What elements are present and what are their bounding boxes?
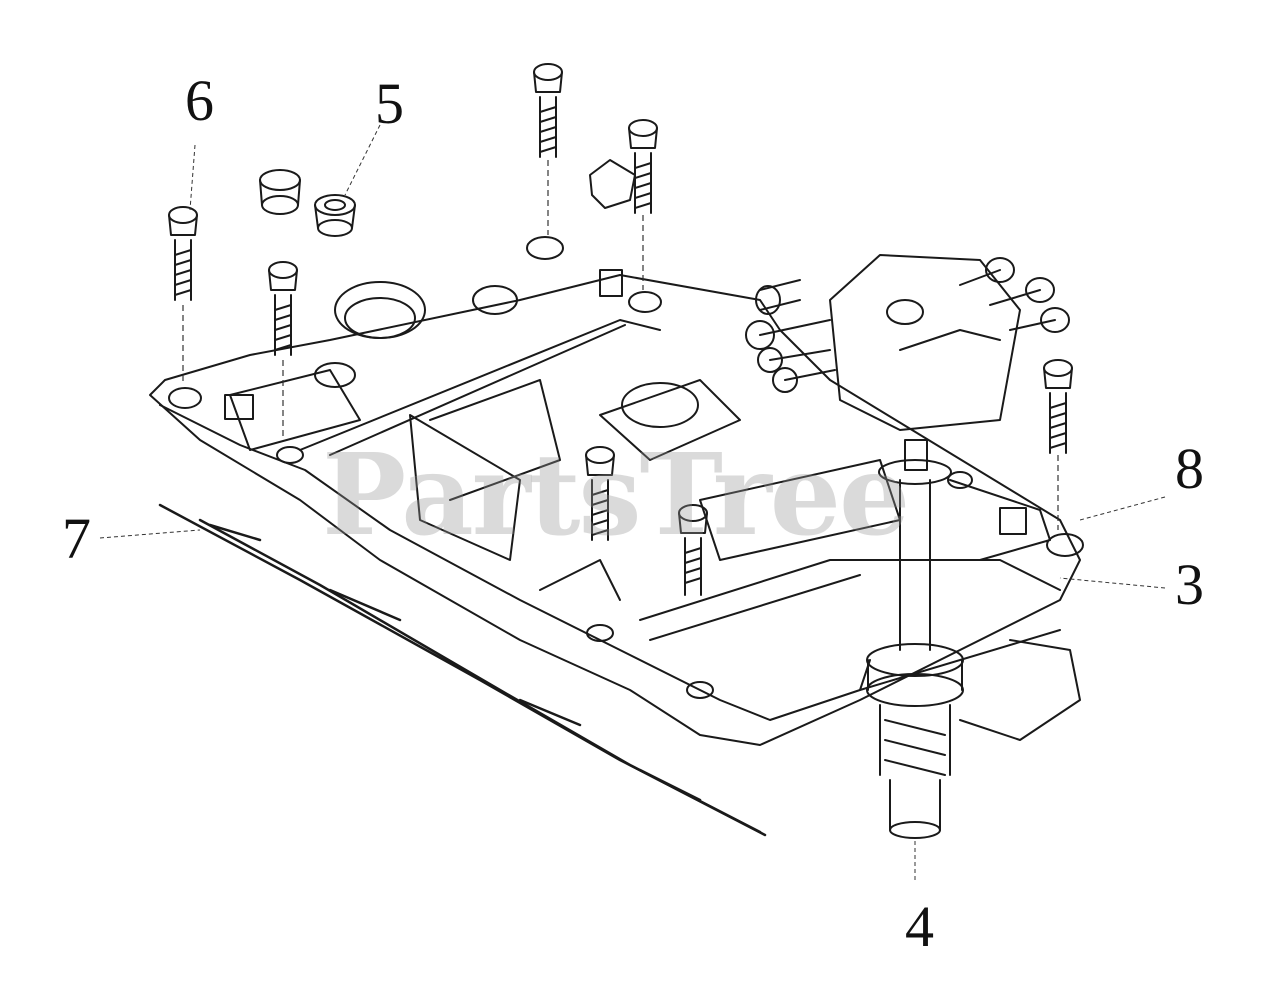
leader-8 — [1079, 496, 1166, 521]
main-housing — [149, 236, 1084, 746]
bolt-center-left — [268, 261, 298, 356]
leader-7 — [99, 529, 201, 539]
bolt-middle — [585, 446, 615, 541]
leader-5 — [344, 124, 381, 196]
leader-3 — [1059, 577, 1166, 589]
callout-5: 5 — [375, 71, 404, 136]
watermark-text: PartsTree — [322, 430, 910, 561]
sleeve-5 — [314, 194, 356, 237]
bolt-lower — [678, 504, 708, 596]
callout-6: 6 — [185, 68, 214, 133]
callout-3: 3 — [1175, 552, 1204, 617]
bolt-6 — [168, 206, 198, 301]
bracket-piece — [589, 159, 636, 209]
callout-8: 8 — [1175, 436, 1204, 501]
callout-7: 7 — [62, 506, 91, 571]
shaft-assembly — [859, 439, 1061, 839]
sleeve-left — [259, 169, 301, 215]
valve-block — [745, 254, 1070, 431]
callout-4: 4 — [905, 894, 934, 959]
bolt-right — [1043, 359, 1073, 454]
leader-6 — [189, 144, 196, 211]
bolt-top — [533, 63, 563, 158]
bolt-top-right — [628, 119, 658, 214]
gasket-7 — [158, 503, 767, 837]
